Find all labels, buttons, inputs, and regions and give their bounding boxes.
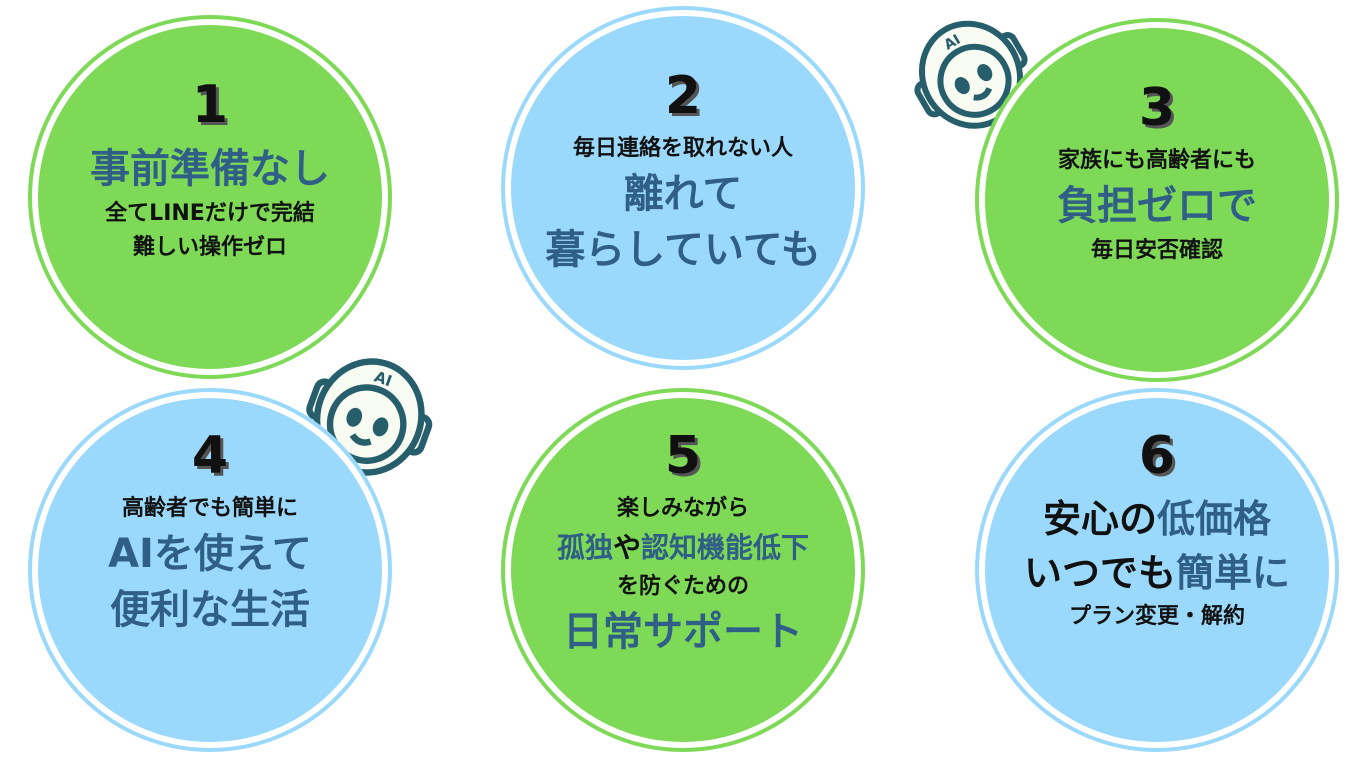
card-headline: 負担ゼロで bbox=[1057, 183, 1257, 229]
svg-text:AI: AI bbox=[372, 368, 394, 391]
card-text: 家族にも高齢者にも bbox=[1057, 148, 1256, 173]
headline-part: いつでも bbox=[1023, 551, 1176, 595]
card-headline: 暮らしていても bbox=[545, 227, 821, 273]
card-text: を防ぐための bbox=[616, 574, 749, 599]
card-number: 4 bbox=[191, 426, 229, 486]
feature-card-6: 6 安心の低価格 いつでも簡単に プラン変更・解約 bbox=[985, 398, 1329, 742]
card-number: 1 bbox=[191, 75, 229, 135]
headline-part: 認知機能低下 bbox=[641, 531, 810, 564]
headline-part: 安心の bbox=[1042, 497, 1157, 541]
ai-robot-icon: AI bbox=[914, 20, 1028, 129]
card-headline: 離れて bbox=[623, 171, 743, 217]
card-headline: AIを使えて bbox=[108, 531, 312, 577]
feature-card-1: 1 事前準備なし 全てLINEだけで完結 難しい操作ゼロ bbox=[38, 25, 382, 369]
card-text: 全てLINEだけで完結 bbox=[105, 201, 315, 226]
card-number: 6 bbox=[1138, 426, 1176, 486]
feature-card-2: 2 毎日連絡を取れない人 離れて 暮らしていても bbox=[511, 16, 855, 360]
card-headline: いつでも簡単に bbox=[1024, 546, 1290, 600]
card-number: 3 bbox=[1138, 78, 1176, 138]
card-number: 2 bbox=[664, 66, 702, 126]
card-headline: 事前準備なし bbox=[90, 146, 330, 192]
card-headline: 日常サポート bbox=[563, 609, 803, 655]
card-text: 難しい操作ゼロ bbox=[132, 235, 287, 260]
headline-part: 簡単に bbox=[1176, 551, 1291, 595]
card-text: 楽しみながら bbox=[616, 496, 749, 521]
feature-card-3: 3 家族にも高齢者にも 負担ゼロで 毎日安否確認 bbox=[985, 28, 1329, 372]
feature-card-5: 5 楽しみながら 孤独や認知機能低下 を防ぐための 日常サポート bbox=[511, 398, 855, 742]
card-headline: 安心の低価格 bbox=[1043, 492, 1271, 546]
card-text: 毎日安否確認 bbox=[1090, 238, 1223, 263]
ai-robot-icon: AI bbox=[306, 358, 433, 476]
card-headline: 孤独や認知機能低下 bbox=[557, 526, 809, 570]
card-text: 毎日連絡を取れない人 bbox=[572, 136, 793, 161]
svg-text:AI: AI bbox=[942, 32, 964, 54]
card-number: 5 bbox=[664, 426, 702, 486]
card-text: プラン変更・解約 bbox=[1068, 604, 1245, 629]
headline-part: 低価格 bbox=[1157, 497, 1272, 541]
card-headline: 便利な生活 bbox=[110, 587, 310, 633]
headline-part: や bbox=[612, 531, 641, 564]
feature-card-4: 4 高齢者でも簡単に AIを使えて 便利な生活 bbox=[38, 398, 382, 742]
headline-part: 孤独 bbox=[556, 531, 613, 564]
card-text: 高齢者でも簡単に bbox=[121, 496, 298, 521]
